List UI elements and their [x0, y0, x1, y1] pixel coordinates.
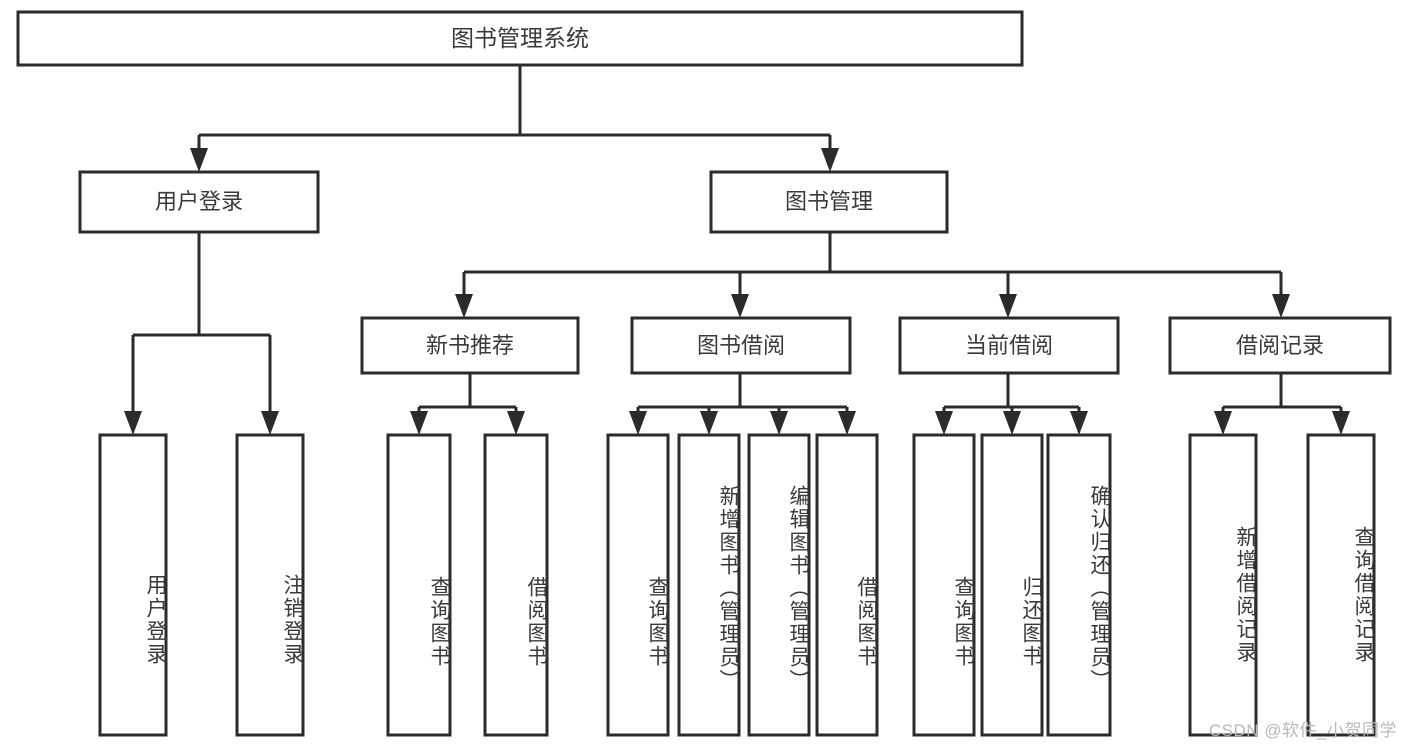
node-box-root[interactable]: [16, 10, 1024, 67]
node-current-borrow[interactable]: 当前借阅: [898, 316, 1120, 375]
node-book-management[interactable]: 图书管理: [709, 170, 949, 234]
arrowhead-bb-add-book: [700, 411, 718, 435]
leaf-node-boxes: [98, 433, 1376, 737]
node-label-new-book-recommend: 新书推荐: [426, 333, 514, 358]
arrowhead-bb-query-book: [629, 411, 647, 435]
node-box-user-login[interactable]: [78, 170, 320, 234]
node-box-book-management[interactable]: [709, 170, 949, 234]
node-box-leaf-br-add-record[interactable]: [1188, 433, 1258, 737]
arrowhead-leaf-logout: [261, 411, 279, 435]
arrowhead-cb-confirm-return: [1070, 411, 1088, 435]
arrowhead-nbr-query-book: [410, 411, 428, 435]
arrowhead-book-mgmt: [821, 148, 839, 172]
node-borrow-record[interactable]: 借阅记录: [1168, 316, 1392, 375]
node-box-leaf-cb-query-book[interactable]: [912, 433, 976, 737]
node-label-book-borrow: 图书借阅: [697, 333, 785, 358]
edge-group-current-borrow-to-leaves: [935, 373, 1088, 435]
arrowhead-nbr-borrow-book: [507, 411, 525, 435]
node-box-leaf-bb-edit-book[interactable]: [747, 433, 811, 737]
node-box-leaf-nbr-query-book[interactable]: [386, 433, 452, 737]
arrowhead-cb-query-book: [935, 411, 953, 435]
edge-group-new-book-rec-to-leaves: [410, 373, 525, 435]
edge-group-user-login-to-leaves: [124, 232, 279, 435]
node-label-user-login: 用户登录: [155, 189, 243, 214]
arrowhead-user-login: [190, 148, 208, 172]
arrowhead-bb-edit-book: [770, 411, 788, 435]
node-user-login[interactable]: 用户登录: [78, 170, 320, 234]
node-box-leaf-cb-confirm-return[interactable]: [1046, 433, 1112, 737]
edge-group-book-mgmt-to-level3: [455, 232, 1290, 318]
node-box-leaf-br-query-record[interactable]: [1306, 433, 1376, 737]
node-book-borrow[interactable]: 图书借阅: [630, 316, 852, 375]
node-new-book-recommend[interactable]: 新书推荐: [360, 316, 580, 375]
node-box-leaf-bb-query-book[interactable]: [606, 433, 670, 737]
arrowhead-borrow-record: [1272, 294, 1290, 318]
node-label-book-management: 图书管理: [785, 189, 873, 214]
node-label-root: 图书管理系统: [451, 25, 589, 51]
node-box-new-book-recommend[interactable]: [360, 316, 580, 375]
node-box-leaf-cb-return-book[interactable]: [980, 433, 1044, 737]
node-box-leaf-bb-borrow-book[interactable]: [815, 433, 879, 737]
node-box-leaf-user-login[interactable]: [98, 433, 168, 737]
edge-group-root-to-level2: [190, 65, 839, 172]
edge-group-book-borrow-to-leaves: [629, 373, 856, 435]
arrowhead-book-borrow: [731, 294, 749, 318]
node-box-book-borrow[interactable]: [630, 316, 852, 375]
arrowhead-leaf-user-login: [124, 411, 142, 435]
arrowhead-current-borrow: [999, 294, 1017, 318]
node-box-leaf-bb-add-book[interactable]: [677, 433, 741, 737]
arrowhead-new-book-rec: [455, 294, 473, 318]
arrowhead-br-query-record: [1332, 411, 1350, 435]
csdn-watermark: CSDN @软件_小贺同学: [1208, 721, 1397, 740]
node-box-leaf-logout[interactable]: [235, 433, 305, 737]
node-box-leaf-nbr-borrow-book[interactable]: [483, 433, 549, 737]
node-book-management-system[interactable]: 图书管理系统: [16, 10, 1024, 67]
node-label-borrow-record: 借阅记录: [1236, 333, 1324, 358]
arrowhead-cb-return-book: [1003, 411, 1021, 435]
arrowhead-bb-borrow-book: [838, 411, 856, 435]
node-box-current-borrow[interactable]: [898, 316, 1120, 375]
edge-group-borrow-record-to-leaves: [1214, 373, 1350, 435]
arrowhead-br-add-record: [1214, 411, 1232, 435]
node-label-current-borrow: 当前借阅: [965, 333, 1053, 358]
node-box-borrow-record[interactable]: [1168, 316, 1392, 375]
